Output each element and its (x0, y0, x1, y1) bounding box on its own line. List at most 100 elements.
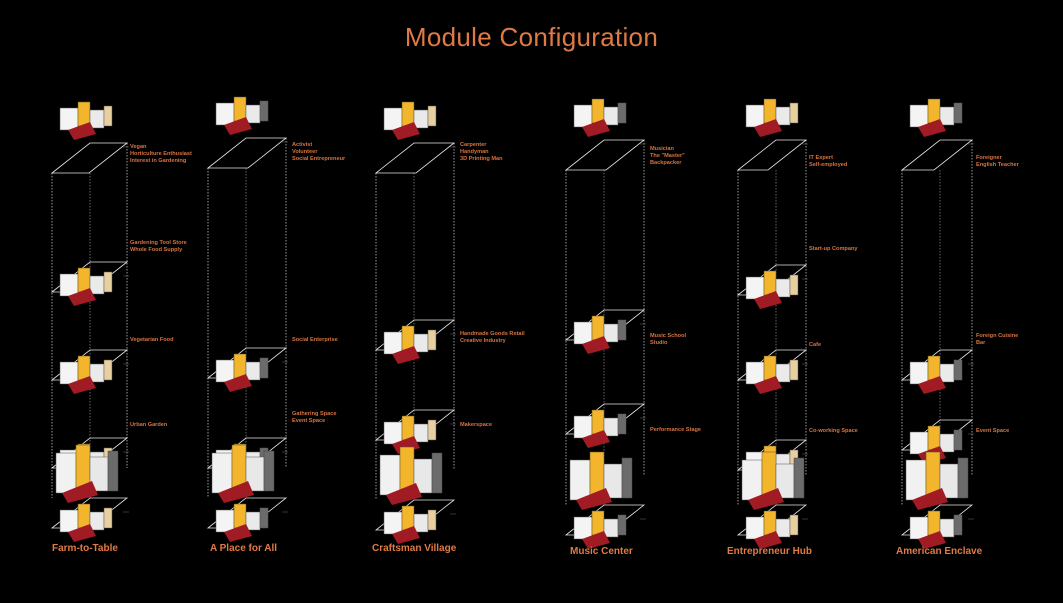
label-line: Handyman (460, 148, 489, 155)
label-line: Carpenter (460, 142, 487, 148)
module-ramp (218, 481, 254, 503)
module-ramp (582, 336, 610, 354)
module-block (259, 357, 269, 379)
module-ramp (748, 488, 784, 510)
module-ramp (62, 481, 98, 503)
level-plane (900, 139, 974, 171)
label-music-1: Musician The "Master" Backpacker (650, 146, 685, 167)
module-ramp (68, 524, 96, 542)
module-block (617, 413, 627, 435)
module-ramp (576, 488, 612, 510)
label-hub-4: Co-working Space (809, 428, 858, 435)
label-line: Vegetarian Food (130, 337, 174, 343)
module-ramp (68, 122, 96, 140)
module-block (427, 419, 437, 441)
label-place-1: Activist Volunteer Social Entrepreneur (292, 142, 345, 163)
module-ramp (224, 117, 252, 135)
page-title: Module Configuration (404, 22, 659, 52)
module-block (789, 514, 799, 536)
module-ramp (224, 524, 252, 542)
label-line: Creative Industry (460, 337, 506, 344)
label-line: Horticulture Enthusiast (130, 150, 192, 157)
label-line: The "Master" (650, 152, 685, 159)
module-ramp (754, 119, 782, 137)
label-farm-4: Urban Garden (130, 422, 167, 429)
label-line: Activist (292, 142, 313, 148)
module-ramp (68, 376, 96, 394)
label-line: Bar (976, 339, 986, 346)
module-block (263, 450, 275, 492)
module-block (103, 271, 113, 293)
label-line: Gardening Tool Store (130, 240, 187, 246)
column-name-music-center: Music Center (570, 546, 633, 557)
module-block (427, 105, 437, 127)
label-line: Event Space (292, 417, 326, 424)
module-block (103, 359, 113, 381)
label-farm-3: Vegetarian Food (130, 337, 174, 344)
module-block (789, 274, 799, 296)
label-music-2: Music School Studio (650, 333, 686, 347)
label-farm-2: Gardening Tool Store Whole Food Supply (130, 240, 187, 254)
label-enclave-2: Foreign Cuisine Bar (976, 333, 1018, 347)
module-block (953, 429, 963, 451)
label-line: Music School (650, 333, 687, 339)
level-plane (374, 142, 456, 174)
module-block (953, 359, 963, 381)
label-line: Vegan (130, 144, 147, 150)
column-name-american-enclave: American Enclave (896, 546, 983, 557)
module-block (793, 457, 805, 499)
module-block (617, 514, 627, 536)
module-block (427, 329, 437, 351)
column-name-craftsman-village: Craftsman Village (372, 543, 457, 554)
label-place-2: Social Enterprise (292, 337, 338, 344)
label-line: Event Space (976, 428, 1010, 434)
module-ramp (386, 483, 422, 505)
label-line: Foreign Cuisine (976, 333, 1019, 339)
module-ramp (918, 531, 946, 549)
module-ramp (754, 376, 782, 394)
module-ramp (582, 531, 610, 549)
module-ramp (224, 374, 252, 392)
module-block (431, 452, 443, 494)
label-line: IT Expert (809, 155, 833, 161)
label-line: Performance Stage (650, 427, 701, 433)
label-craft-3: Makerspace (460, 422, 492, 429)
label-craft-2: Handmade Goods Retail Creative Industry (460, 331, 525, 345)
column-name-farm-to-table: Farm-to-Table (52, 543, 118, 554)
module-block (953, 102, 963, 124)
label-line: 3D Printing Man (460, 155, 503, 162)
level-plane (564, 139, 646, 171)
module-block (789, 102, 799, 124)
module-block (953, 514, 963, 536)
label-line: Start-up Company (809, 246, 858, 252)
module-ramp (392, 346, 420, 364)
module-block (621, 457, 633, 499)
column-name-entrepreneur-hub: Entrepreneur Hub (727, 546, 813, 557)
module-ramp (754, 291, 782, 309)
label-line: Urban Garden (130, 422, 168, 428)
label-line: Backpacker (650, 159, 682, 166)
label-craft-1: Carpenter Handyman 3D Printing Man (460, 142, 503, 163)
module-ramp (754, 531, 782, 549)
label-enclave-1: Foreigner English Teacher (976, 155, 1019, 169)
level-plane (206, 137, 288, 169)
module-ramp (918, 119, 946, 137)
module-block (617, 102, 627, 124)
label-line: Handmade Goods Retail (460, 331, 525, 337)
label-line: Whole Food Supply (130, 246, 183, 253)
module-ramp (392, 122, 420, 140)
module-block (617, 319, 627, 341)
label-line: Social Enterprise (292, 337, 338, 343)
label-line: Studio (650, 339, 668, 346)
level-plane (50, 142, 129, 174)
module-block (259, 100, 269, 122)
module-ramp (582, 430, 610, 448)
module-ramp (392, 526, 420, 544)
column-name-a-place-for-all: A Place for All (210, 543, 278, 554)
